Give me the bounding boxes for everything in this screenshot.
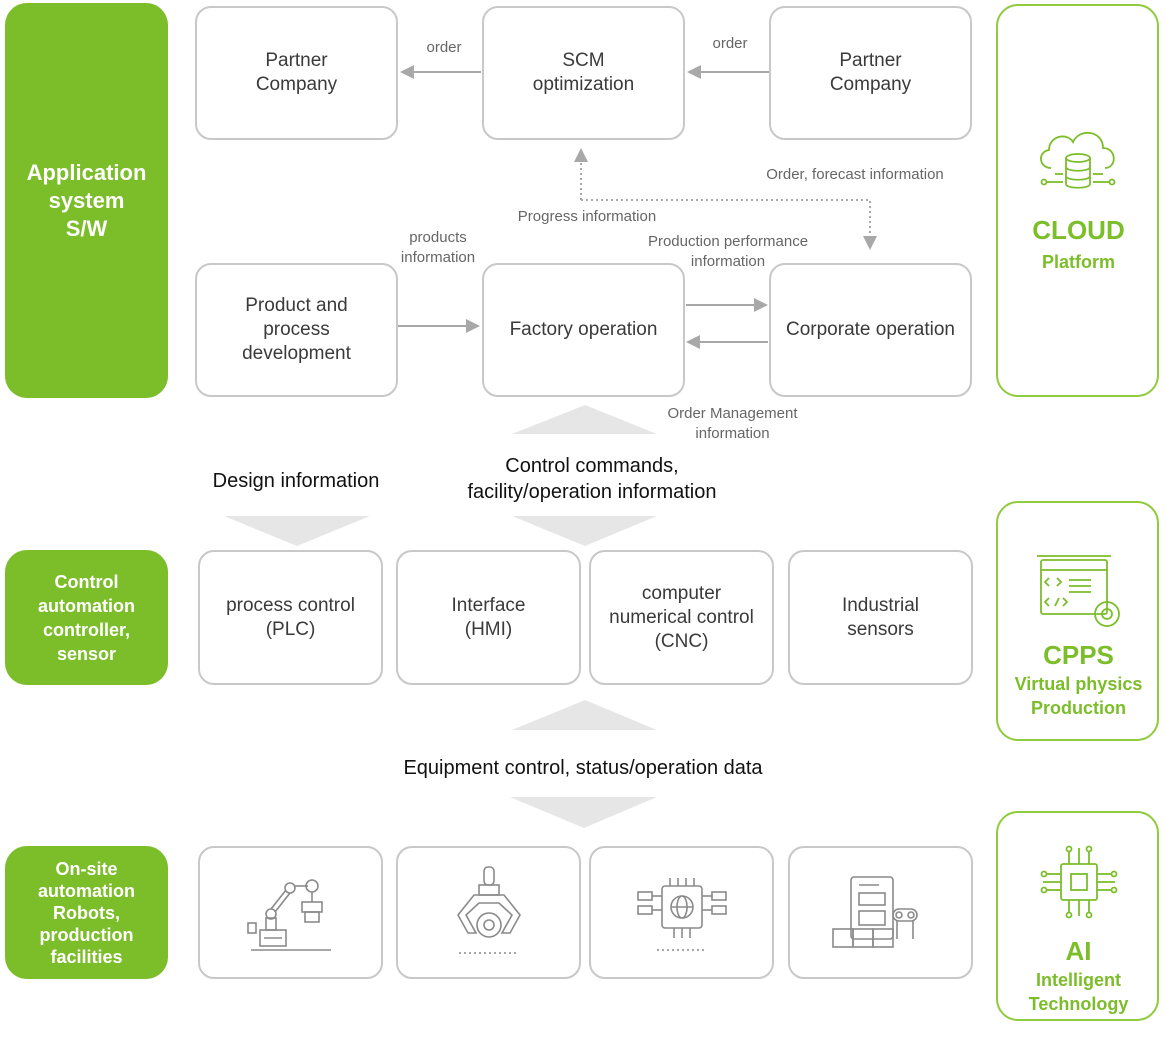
equipment-control-label: Equipment control, status/operation data <box>403 757 763 779</box>
ai-chip-icon <box>1040 845 1118 919</box>
cpps-subtitle: Virtual physics Production <box>1014 674 1143 718</box>
chip-globe-box <box>589 846 774 979</box>
control-commands-label: Control commands, facility/operation inf… <box>467 455 717 503</box>
cloud-platform-panel <box>996 4 1159 397</box>
cpps-panel <box>996 501 1159 741</box>
application-system-label: Application system S/W <box>5 3 168 398</box>
products-information-label: products information <box>400 229 476 266</box>
scm-optimization-box: SCM optimization <box>482 6 685 140</box>
progress-dotted-line-h <box>581 199 877 250</box>
cloud-database-icon <box>1040 132 1116 189</box>
cloud-subtitle: Platform <box>1041 252 1115 272</box>
robot-arm-icon <box>246 878 331 951</box>
product-process-development-box: Product and process development <box>195 263 398 397</box>
onsite-automation-label: On-site automation Robots, production fa… <box>5 846 168 979</box>
chip-globe-icon <box>636 877 727 951</box>
order-label-right: order <box>712 35 748 52</box>
ai-title: AI <box>1065 936 1092 966</box>
partner-company-left-box: Partner Company <box>195 6 398 140</box>
design-information-label: Design information <box>212 470 380 492</box>
ai-subtitle: Intelligent Technology <box>1028 970 1129 1014</box>
factory-operation-box: Factory operation <box>482 263 685 397</box>
control-automation-label: Control automation controller, sensor <box>5 550 168 685</box>
order-label-left: order <box>426 39 462 56</box>
cloud-title: CLOUD <box>1032 215 1125 245</box>
partner-company-right-box: Partner Company <box>769 6 972 140</box>
production-performance-label: Production performance information <box>647 233 809 270</box>
order-forecast-label: Order, forecast information <box>766 166 944 183</box>
triangle-down-design <box>224 516 370 546</box>
progress-information-label: Progress information <box>517 208 657 225</box>
triangle-up-equipment <box>512 700 657 730</box>
gripper-gear-icon <box>456 865 521 954</box>
plc-box: process control (PLC) <box>198 550 383 685</box>
code-window-gear-icon <box>1037 555 1120 627</box>
machine-conveyor-box <box>788 846 973 979</box>
robot-arm-box <box>198 846 383 979</box>
ai-panel <box>996 811 1159 1021</box>
cpps-title: CPPS <box>1043 640 1114 670</box>
corporate-operation-box: Corporate operation <box>769 263 972 397</box>
industrial-sensors-box: Industrial sensors <box>788 550 973 685</box>
triangle-down-equipment <box>510 797 657 828</box>
machine-conveyor-icon <box>831 875 918 948</box>
gripper-gear-box <box>396 846 581 979</box>
triangle-down-control <box>512 516 657 546</box>
cnc-box: computer numerical control (CNC) <box>589 550 774 685</box>
hmi-box: Interface (HMI) <box>396 550 581 685</box>
triangle-up-factory <box>512 405 657 434</box>
order-management-label: Order Management information <box>667 405 798 442</box>
